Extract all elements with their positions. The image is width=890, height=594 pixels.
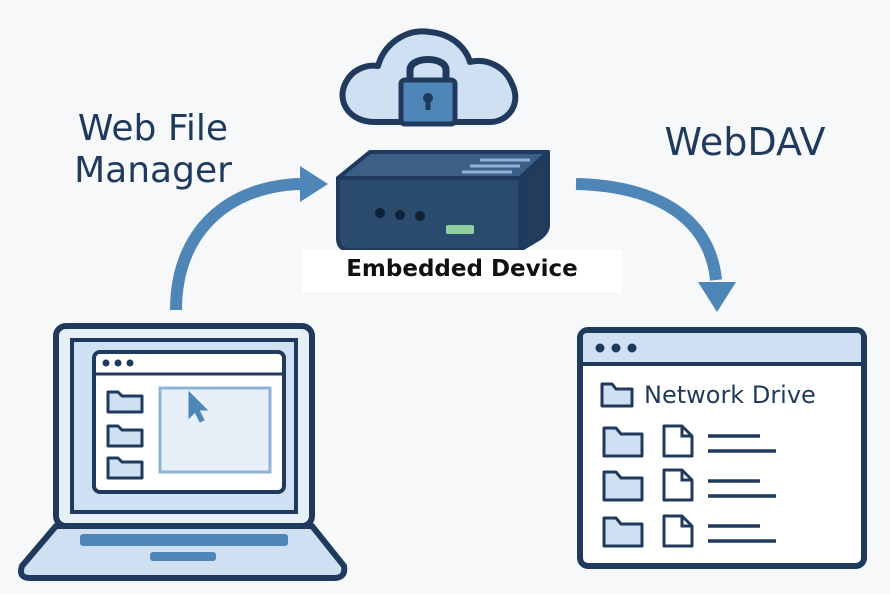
lock-icon [398, 56, 458, 127]
folder-icon [602, 516, 644, 548]
list-item [602, 514, 776, 548]
file-icon [662, 424, 694, 458]
list-item [602, 468, 776, 502]
arrow-laptop-to-device [170, 178, 301, 311]
embedded-device-label: Embedded Device [346, 256, 578, 282]
network-drive-title: Network Drive [644, 381, 816, 409]
web-file-manager-label: Web File Manager [74, 108, 232, 191]
arrow-device-to-drive-head [698, 282, 736, 312]
laptop-icon [18, 323, 348, 581]
mouse-pointer-icon [188, 390, 209, 423]
folder-icon [600, 382, 634, 408]
arrow-device-to-drive [575, 178, 722, 281]
folder-icon [602, 470, 644, 502]
folder-icon [106, 424, 144, 448]
embedded-device-icon [336, 150, 550, 252]
webdav-label: WebDAV [664, 120, 826, 164]
network-drive-window-icon [577, 327, 867, 569]
arrow-laptop-to-device-head [300, 166, 328, 202]
file-icon [662, 468, 694, 502]
file-icon [662, 514, 694, 548]
cloud-icon [339, 28, 519, 125]
folder-icon [106, 390, 144, 414]
folder-icon [106, 456, 144, 480]
list-item [602, 424, 776, 458]
status-led [446, 225, 474, 234]
folder-icon [602, 426, 644, 458]
device-caption-background [302, 250, 622, 292]
